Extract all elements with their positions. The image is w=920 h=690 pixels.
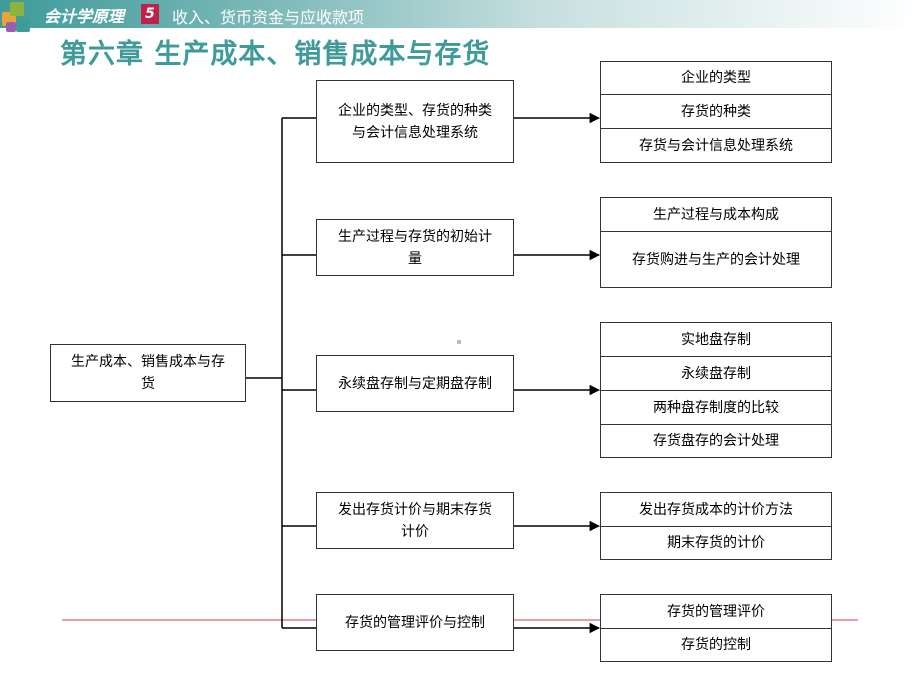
sub-item: 存货的管理评价 — [601, 595, 831, 629]
sub-item: 存货盘存的会计处理 — [653, 433, 779, 449]
branch-node-valuation: 发出存货计价与期末存货计价 — [316, 492, 514, 549]
sub-item: 存货与会计信息处理系统 — [639, 137, 793, 154]
sub-item: 两种盘存制度的比较 — [601, 391, 831, 425]
sub-item: 存货购进与生产的会计处理 — [632, 251, 800, 268]
branch-node-management: 存货的管理评价与控制 — [316, 594, 514, 651]
sub-group-management: 存货的管理评价 存货的控制 — [600, 594, 832, 662]
branch-label: 生产过程与存货的初始计量 — [338, 228, 492, 267]
sub-item: 企业的类型 — [601, 62, 831, 95]
sub-group-production: 生产过程与成本构成 存货购进与生产的会计处理 — [600, 197, 832, 288]
sub-item: 生产过程与成本构成 — [601, 198, 831, 232]
chapter-number-badge: 5 — [141, 4, 159, 24]
sub-item: 实地盘存制 — [601, 323, 831, 357]
sub-item: 发出存货成本的计价方法 — [601, 493, 831, 527]
sub-item: 期末存货的计价 — [667, 535, 765, 551]
branch-label: 永续盘存制与定期盘存制 — [338, 375, 492, 392]
branch-label: 存货的管理评价与控制 — [345, 614, 485, 631]
sub-group-types: 企业的类型 存货的种类 存货与会计信息处理系统 — [600, 61, 832, 163]
sub-group-valuation: 发出存货成本的计价方法 期末存货的计价 — [600, 492, 832, 560]
logo-icon — [0, 0, 40, 40]
branch-node-production: 生产过程与存货的初始计量 — [316, 219, 514, 276]
page-title: 第六章 生产成本、销售成本与存货 — [60, 39, 491, 70]
branch-label: 发出存货计价与期末存货计价 — [338, 501, 492, 540]
sub-item: 存货的种类 — [601, 95, 831, 129]
sub-group-inventory-systems: 实地盘存制 永续盘存制 两种盘存制度的比较 存货盘存的会计处理 — [600, 322, 832, 458]
sub-item: 存货的控制 — [681, 637, 751, 653]
root-node-label: 生产成本、销售成本与存货 — [71, 354, 225, 392]
branch-node-inventory-systems: 永续盘存制与定期盘存制 — [316, 355, 514, 412]
section-title: 收入、货币资金与应收款项 — [172, 8, 365, 27]
branch-node-types: 企业的类型、存货的种类与会计信息处理系统 — [316, 80, 514, 163]
root-node: 生产成本、销售成本与存货 — [50, 344, 246, 402]
placeholder-dot — [457, 340, 461, 344]
sub-item: 永续盘存制 — [601, 357, 831, 391]
branch-label: 企业的类型、存货的种类与会计信息处理系统 — [338, 102, 492, 141]
course-title: 会计学原理 — [44, 7, 125, 26]
